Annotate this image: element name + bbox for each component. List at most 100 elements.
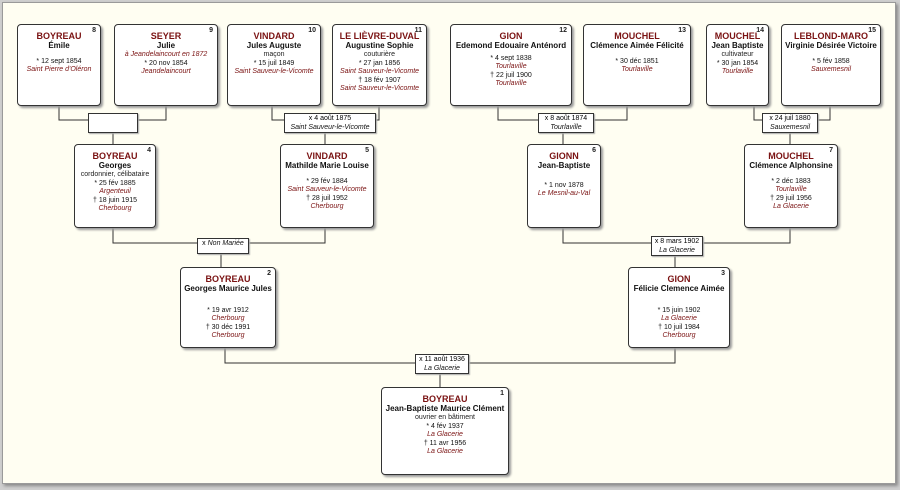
ahnentafel-number: 1: [500, 390, 504, 397]
ahnentafel-number: 13: [678, 27, 686, 34]
marriage-place: Non Mariée: [207, 240, 244, 247]
birth-date: * 30 jan 1854: [716, 60, 759, 67]
death-date: † 28 juil 1952: [306, 195, 348, 202]
birth-date: * 15 juin 1902: [657, 307, 701, 314]
surname: VINDARD: [253, 31, 295, 41]
birth-place: Sauxemesnil: [810, 66, 852, 73]
ahnentafel-number: 9: [209, 27, 213, 34]
birth-place: Saint Sauveur-le-Vicomte: [339, 68, 420, 75]
ahnentafel-number: 7: [829, 147, 833, 154]
occupation: maçon: [263, 51, 285, 58]
family-tree-chart: 8 BOYREAU Émile * 12 sept 1854 Saint Pie…: [2, 2, 896, 484]
marriage-box-2-3[interactable]: x 11 août 1936 La Glacerie: [415, 354, 469, 374]
given-names: Jean Baptiste: [711, 41, 764, 50]
death-place: Cherbourg: [98, 205, 132, 212]
birth-date: * 5 fév 1858: [812, 58, 850, 65]
given-names: Clémence Alphonsine: [749, 161, 833, 170]
given-names: Émile: [48, 41, 70, 50]
note: à Jeandelaincourt en 1872: [124, 51, 208, 58]
person-box-2[interactable]: 2 BOYREAU Georges Maurice Jules * 19 avr…: [180, 267, 276, 348]
surname: GION: [499, 31, 523, 41]
person-box-8[interactable]: 8 BOYREAU Émile * 12 sept 1854 Saint Pie…: [17, 24, 101, 106]
ahnentafel-number: 12: [559, 27, 567, 34]
birth-date: * 29 fév 1884: [306, 178, 348, 185]
surname: MOUCHEL: [768, 151, 814, 161]
marriage-date: x: [202, 240, 206, 247]
death-date: † 10 juil 1984: [658, 324, 700, 331]
marriage-box-12-13[interactable]: x 8 août 1874 Tourlaville: [538, 113, 594, 133]
person-box-5[interactable]: 5 VINDARD Mathilde Marie Louise * 29 fév…: [280, 144, 374, 228]
marriage-box-8-9[interactable]: [88, 113, 138, 133]
ahnentafel-number: 8: [92, 27, 96, 34]
death-date: † 29 juil 1956: [770, 195, 812, 202]
marriage-box-6-7[interactable]: x 8 mars 1902 La Glacerie: [651, 236, 703, 256]
given-names: Edemond Edouaire Anténord: [455, 41, 567, 50]
marriage-place: Sauxemesnil: [769, 124, 811, 131]
given-names: Julie: [156, 41, 176, 50]
birth-place: La Glacerie: [661, 315, 697, 322]
person-box-4[interactable]: 4 BOYREAU Georges cordonnier, célibatair…: [74, 144, 156, 228]
given-names: Mathilde Marie Louise: [285, 161, 369, 170]
ahnentafel-number: 5: [365, 147, 369, 154]
ahnentafel-number: 14: [756, 27, 764, 34]
surname: BOYREAU: [36, 31, 82, 41]
given-names: Félicie Clemence Aimée: [633, 284, 725, 293]
ahnentafel-number: 10: [308, 27, 316, 34]
death-place: La Glacerie: [427, 448, 463, 455]
marriage-box-10-11[interactable]: x 4 août 1875 Saint Sauveur-le-Vicomte: [284, 113, 376, 133]
birth-date: * 2 déc 1883: [771, 178, 811, 185]
ahnentafel-number: 6: [592, 147, 596, 154]
birth-place: Le Mesnil-au-Val: [537, 190, 591, 197]
marriage-date: x 8 mars 1902: [654, 238, 700, 245]
person-box-3[interactable]: 3 GION Félicie Clemence Aimée * 15 juin …: [628, 267, 730, 348]
ahnentafel-number: 4: [147, 147, 151, 154]
person-box-15[interactable]: 15 LEBLOND-MARO Virginie Désirée Victoir…: [781, 24, 881, 106]
death-place: Cherbourg: [662, 332, 696, 339]
marriage-place: La Glacerie: [659, 247, 695, 254]
death-date: † 22 juil 1900: [490, 72, 532, 79]
surname: SEYER: [150, 31, 182, 41]
birth-place: Tourlaville: [621, 66, 653, 73]
given-names: Georges Maurice Jules: [184, 284, 272, 293]
surname: BOYREAU: [422, 394, 468, 404]
marriage-place: Tourlaville: [550, 124, 582, 131]
birth-date: * 4 sept 1838: [490, 55, 532, 62]
person-box-14[interactable]: 14 MOUCHEL Jean Baptiste cultivateur * 3…: [706, 24, 769, 106]
given-names: Jean-Baptiste: [537, 161, 591, 170]
birth-date: * 12 sept 1854: [36, 58, 82, 65]
birth-date: * 15 juil 1849: [253, 60, 295, 67]
surname: BOYREAU: [92, 151, 138, 161]
person-box-12[interactable]: 12 GION Edemond Edouaire Anténord * 4 se…: [450, 24, 572, 106]
birth-place: Jeandelaincourt: [141, 68, 191, 75]
death-date: † 30 déc 1991: [205, 324, 251, 331]
death-place: Cherbourg: [310, 203, 344, 210]
birth-date: * 4 fév 1937: [426, 423, 464, 430]
surname: MOUCHEL: [714, 31, 761, 41]
marriage-label: x Non Mariée: [198, 239, 248, 248]
marriage-date: x 4 août 1875: [308, 115, 352, 122]
birth-place: Saint Sauveur-le-Vicomte: [287, 186, 367, 193]
ahnentafel-number: 2: [267, 270, 271, 277]
marriage-date: x 24 juil 1880: [769, 115, 811, 122]
person-box-6[interactable]: 6 GIONN Jean-Baptiste * 1 nov 1878 Le Me…: [527, 144, 601, 228]
occupation: cultivateur: [721, 51, 754, 58]
birth-date: * 27 jan 1856: [358, 60, 401, 67]
marriage-box-4-5[interactable]: x Non Mariée: [197, 238, 249, 254]
marriage-date: x 8 août 1874: [544, 115, 588, 122]
person-box-10[interactable]: 10 VINDARD Jules Auguste maçon * 15 juil…: [227, 24, 321, 106]
person-box-9[interactable]: 9 SEYER Julie à Jeandelaincourt en 1872 …: [114, 24, 218, 106]
death-place: La Glacerie: [773, 203, 809, 210]
person-box-13[interactable]: 13 MOUCHEL Clémence Aimée Félicité * 30 …: [583, 24, 691, 106]
person-box-11[interactable]: 11 LE LIÈVRE-DUVAL Augustine Sophie cout…: [332, 24, 427, 106]
surname: GIONN: [549, 151, 579, 161]
birth-place: Saint Sauveur-le-Vicomte: [234, 68, 314, 75]
ahnentafel-number: 3: [721, 270, 725, 277]
birth-date: * 1 nov 1878: [544, 182, 584, 189]
person-box-1[interactable]: 1 BOYREAU Jean-Baptiste Maurice Clément …: [381, 387, 509, 475]
occupation: ouvrier en bâtiment: [415, 414, 475, 421]
birth-date: * 20 nov 1854: [144, 60, 188, 67]
given-names: Virginie Désirée Victoire: [785, 41, 877, 50]
person-box-7[interactable]: 7 MOUCHEL Clémence Alphonsine * 2 déc 18…: [744, 144, 838, 228]
birth-place: Tourlaville: [721, 68, 754, 75]
marriage-box-14-15[interactable]: x 24 juil 1880 Sauxemesnil: [762, 113, 818, 133]
